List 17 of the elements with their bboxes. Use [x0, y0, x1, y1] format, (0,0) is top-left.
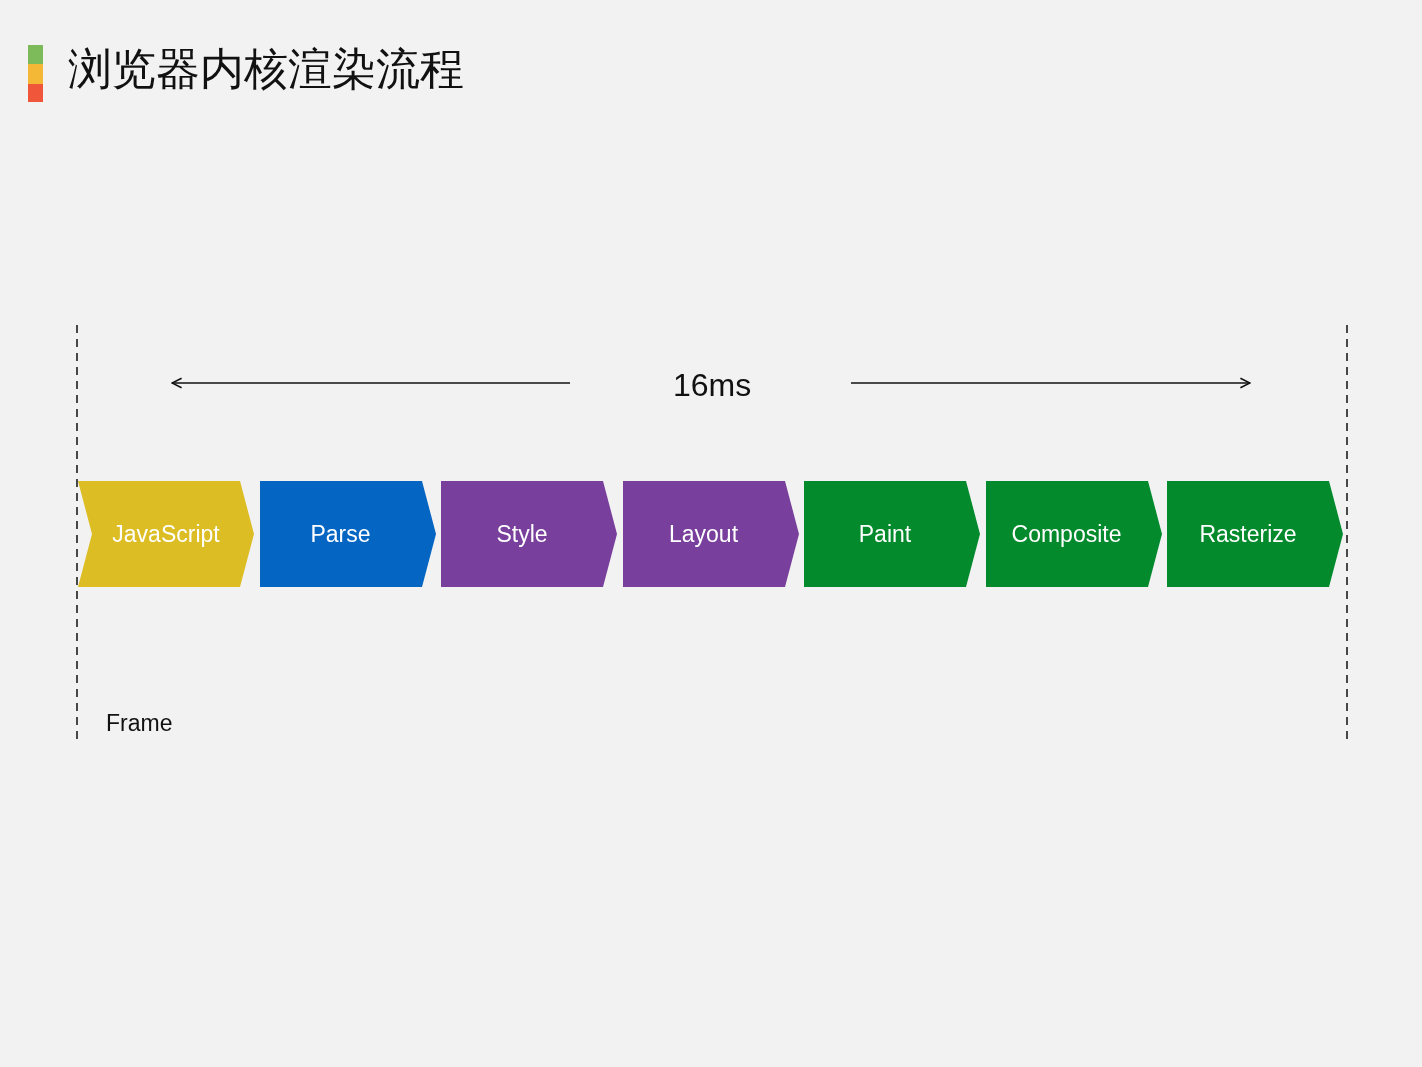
process-step — [441, 481, 617, 587]
step-label: Composite — [1011, 520, 1122, 548]
process-step — [622, 481, 799, 587]
process-step — [259, 481, 436, 587]
step-label: Style — [496, 520, 548, 548]
step-label: JavaScript — [112, 520, 220, 548]
step-label: Parse — [310, 520, 371, 548]
process-step — [804, 481, 980, 587]
step-label: Rasterize — [1199, 520, 1297, 548]
step-label: Paint — [858, 520, 912, 548]
slide-title: 浏览器内核渲染流程 — [68, 42, 464, 96]
step-label: Layout — [668, 520, 739, 548]
duration-label: 16ms — [672, 366, 752, 404]
frame-label: Frame — [106, 709, 173, 737]
process-step — [1167, 481, 1343, 587]
process-step — [78, 481, 254, 587]
process-step — [985, 481, 1162, 587]
